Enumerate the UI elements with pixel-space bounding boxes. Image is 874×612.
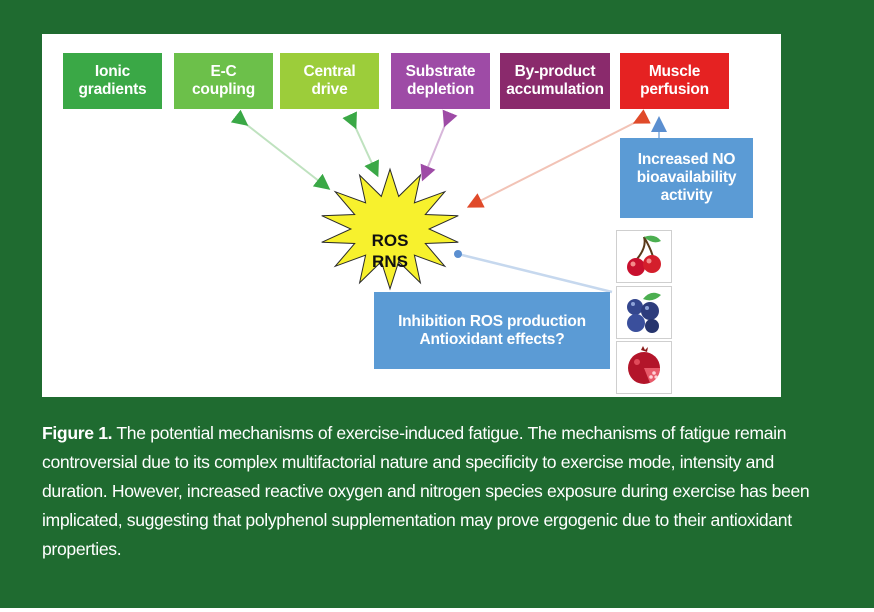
connector-ec-coupling — [230, 109, 331, 190]
mechanism-ec-coupling: E-C coupling — [174, 53, 273, 109]
mechanism-label: By-product accumulation — [506, 63, 604, 98]
connector-dot — [454, 250, 462, 258]
mechanism-label: Central drive — [303, 63, 356, 98]
caption-lead: Figure 1. — [42, 423, 113, 443]
fruit-tile-pomegranate — [616, 341, 672, 394]
diagram-panel: ROS RNS Ionic gradients E-C coupling Cen… — [42, 34, 781, 397]
mechanism-muscle-perfusion: Muscle perfusion — [620, 53, 729, 109]
no-bioavailability-box: Increased NO bioavailability activity — [620, 138, 753, 218]
ros-starburst-shape — [321, 167, 459, 291]
cherry-icon — [627, 235, 661, 276]
no-box-label: Increased NO bioavailability activity — [636, 151, 737, 204]
mechanism-ionic-gradients: Ionic gradients — [63, 53, 162, 109]
connector-central-drive — [342, 111, 379, 178]
connector-substrate-depletion — [420, 109, 458, 182]
connector-muscle-perfusion — [466, 109, 651, 208]
ros-rns-label: ROS RNS — [371, 231, 409, 271]
mechanism-central-drive: Central drive — [280, 53, 379, 109]
mechanism-label: E-C coupling — [192, 63, 255, 98]
fruit-tile-cherry — [616, 230, 672, 283]
blueberry-icon — [627, 292, 661, 333]
fruit-tile-blueberry — [616, 286, 672, 339]
connector-fruits-to-ros — [457, 252, 613, 294]
mechanism-label: Ionic gradients — [78, 63, 147, 98]
mechanism-byproduct-accumulation: By-product accumulation — [500, 53, 610, 109]
pomegranate-icon — [628, 346, 661, 384]
mechanism-substrate-depletion: Substrate depletion — [391, 53, 490, 109]
inhibition-ros-box: Inhibition ROS production Antioxidant ef… — [374, 292, 610, 369]
mechanism-label: Muscle perfusion — [640, 63, 709, 98]
figure-caption: Figure 1. The potential mechanisms of ex… — [42, 419, 822, 564]
caption-text: The potential mechanisms of exercise-ind… — [42, 423, 810, 559]
mechanism-label: Substrate depletion — [405, 63, 476, 98]
inhibition-box-label: Inhibition ROS production Antioxidant ef… — [398, 312, 586, 348]
diagram-connectors — [230, 109, 667, 294]
